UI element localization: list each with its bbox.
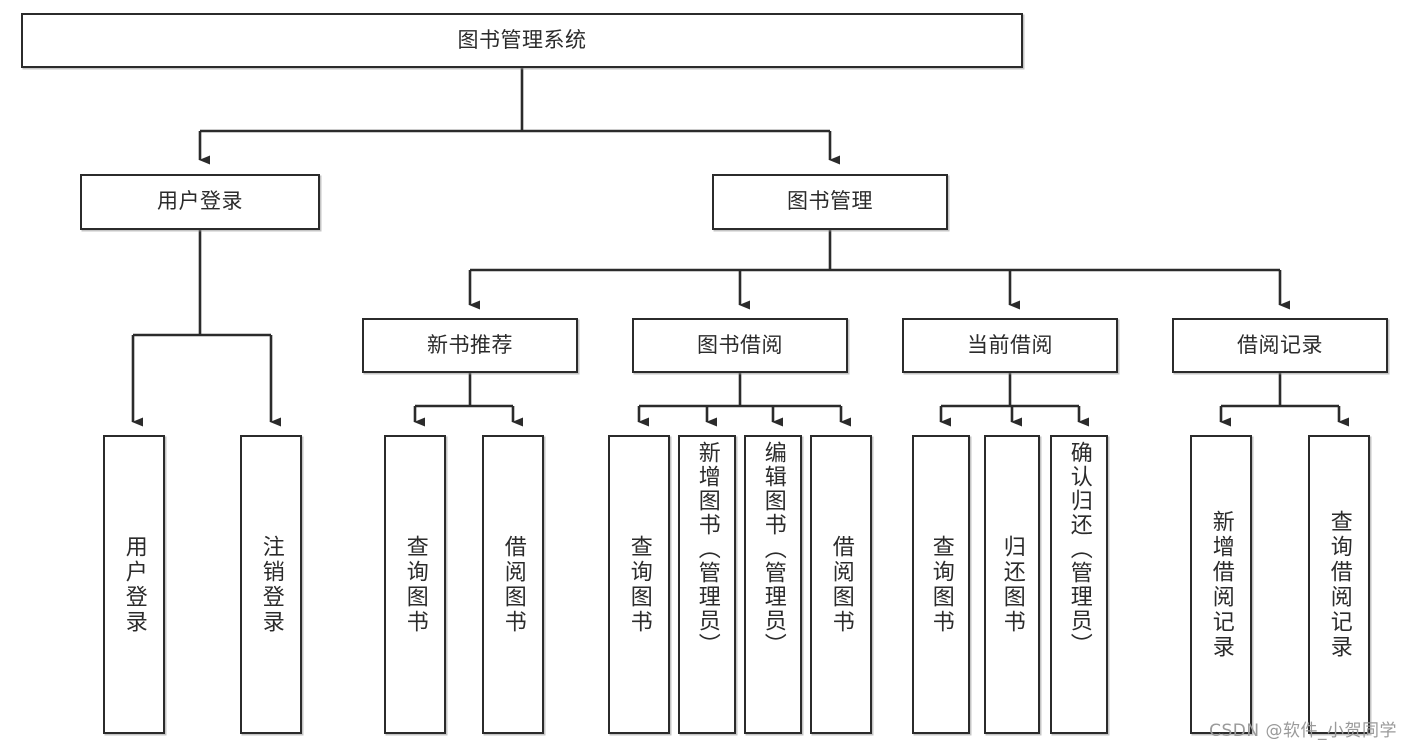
node-leaf-confirm-return-label: 确认归还（管理员） [1066,441,1092,657]
node-new-book-recommend[interactable]: 新书推荐 [362,318,578,373]
node-current-borrow[interactable]: 当前借阅 [902,318,1118,373]
watermark: CSDN @软件_小贺同学 [1209,721,1397,741]
node-leaf-borrow-book-1[interactable]: 借阅图书 [482,435,544,734]
node-leaf-add-book-label: 新增图书（管理员） [694,441,720,657]
node-leaf-query-book-2-label: 查询图书 [626,534,652,635]
node-book-borrow-label: 图书借阅 [697,332,783,357]
node-leaf-query-book-2[interactable]: 查询图书 [608,435,670,734]
node-user-login[interactable]: 用户登录 [80,174,320,230]
node-leaf-logout-label: 注销登录 [258,534,284,635]
node-borrow-record-label: 借阅记录 [1237,332,1323,357]
node-leaf-user-login-label: 用户登录 [121,534,147,635]
node-leaf-borrow-book-1-label: 借阅图书 [500,534,526,635]
node-leaf-logout[interactable]: 注销登录 [240,435,302,734]
node-leaf-add-borrow-record-label: 新增借阅记录 [1208,509,1234,660]
node-root-label: 图书管理系统 [457,27,587,52]
node-leaf-borrow-book-2[interactable]: 借阅图书 [810,435,872,734]
node-leaf-query-borrow-record-label: 查询借阅记录 [1326,509,1352,660]
node-new-book-recommend-label: 新书推荐 [427,332,513,357]
node-leaf-query-borrow-record[interactable]: 查询借阅记录 [1308,435,1370,734]
node-book-manage[interactable]: 图书管理 [712,174,948,230]
node-user-login-label: 用户登录 [157,189,243,214]
node-current-borrow-label: 当前借阅 [967,332,1053,357]
node-leaf-add-borrow-record[interactable]: 新增借阅记录 [1190,435,1252,734]
node-leaf-edit-book[interactable]: 编辑图书（管理员） [744,435,802,734]
node-leaf-return-book[interactable]: 归还图书 [984,435,1040,734]
node-leaf-query-book-3-label: 查询图书 [928,534,954,635]
node-leaf-confirm-return[interactable]: 确认归还（管理员） [1050,435,1108,734]
node-leaf-query-book-1-label: 查询图书 [402,534,428,635]
node-borrow-record[interactable]: 借阅记录 [1172,318,1388,373]
node-root[interactable]: 图书管理系统 [21,13,1023,68]
node-book-manage-label: 图书管理 [787,189,873,214]
node-leaf-user-login[interactable]: 用户登录 [103,435,165,734]
node-leaf-query-book-3[interactable]: 查询图书 [912,435,970,734]
node-leaf-borrow-book-2-label: 借阅图书 [828,534,854,635]
node-book-borrow[interactable]: 图书借阅 [632,318,848,373]
node-leaf-query-book-1[interactable]: 查询图书 [384,435,446,734]
node-leaf-edit-book-label: 编辑图书（管理员） [760,441,786,657]
node-leaf-add-book[interactable]: 新增图书（管理员） [678,435,736,734]
node-leaf-return-book-label: 归还图书 [999,534,1025,635]
